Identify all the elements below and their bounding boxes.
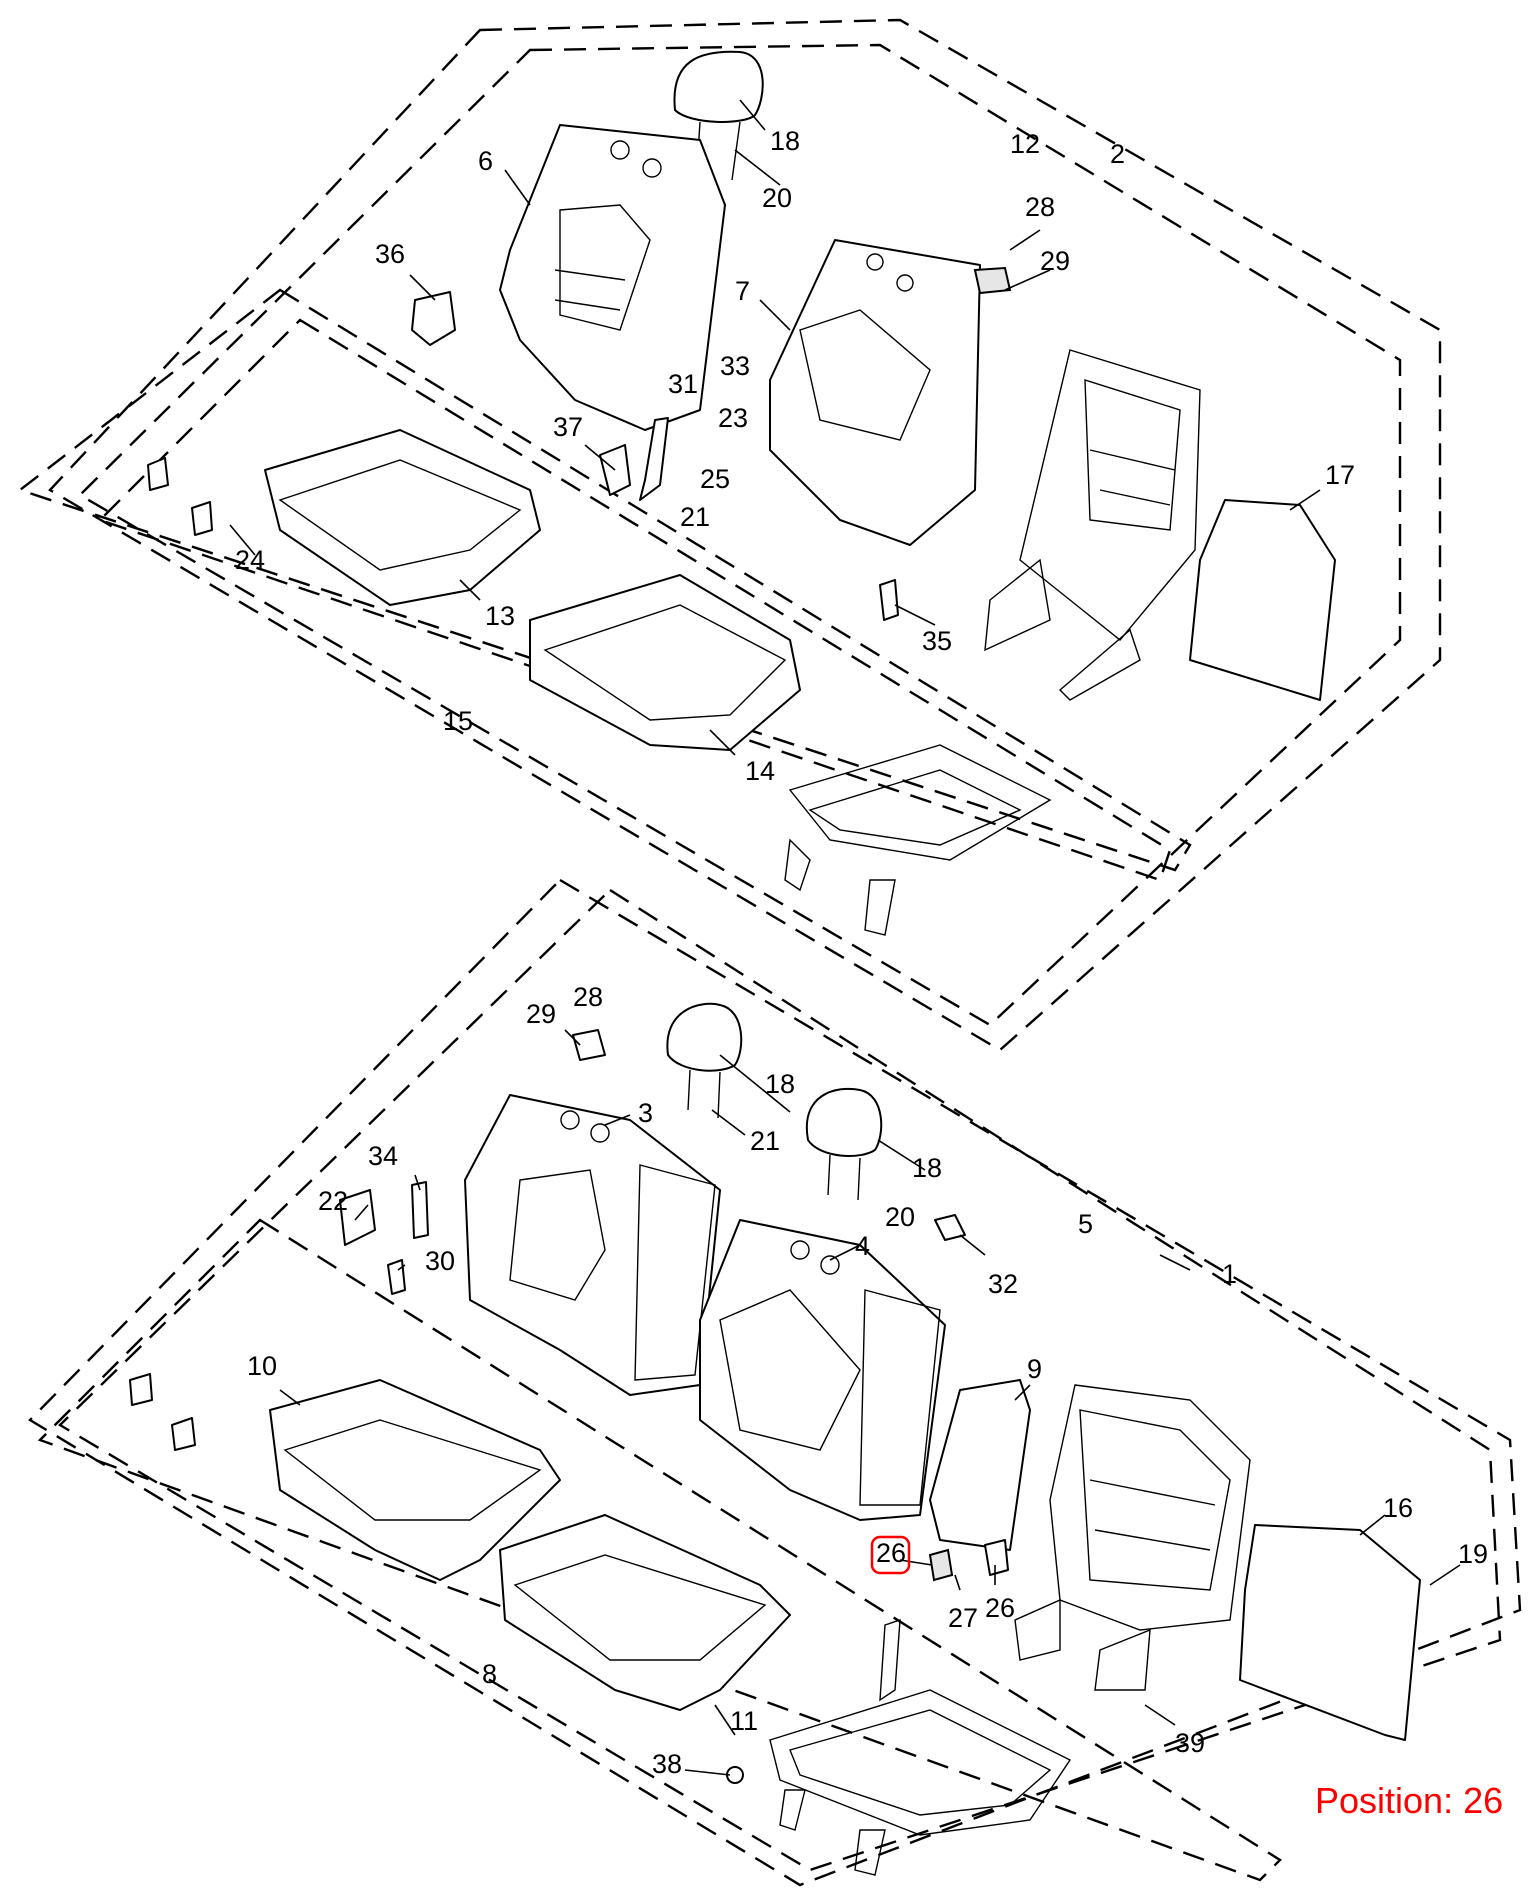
- position-label: Position: 26: [1315, 1780, 1504, 1821]
- callout-17: 17: [1325, 460, 1355, 490]
- outline-assembly-5: [58, 888, 1502, 1872]
- part-34: [411, 1181, 429, 1239]
- callout-18-mid: 18: [765, 1069, 795, 1099]
- callout-26-highlighted: 26: [876, 1538, 906, 1568]
- back-panel-16: [1239, 1524, 1421, 1741]
- callout-29-bottom: 29: [526, 999, 556, 1029]
- part-clip-b: [171, 1417, 196, 1451]
- seatback-frame-upper: [984, 349, 1201, 701]
- part-30: [387, 1259, 406, 1295]
- callout-6: 6: [478, 146, 493, 176]
- callout-34: 34: [368, 1141, 398, 1171]
- part-35: [879, 579, 899, 621]
- assembly-outlines: [17, 18, 1522, 1887]
- callout-1: 1: [1222, 1259, 1237, 1289]
- callout-28-bottom: 28: [573, 982, 603, 1012]
- cushion-13: [264, 429, 541, 606]
- outline-assembly-1: [28, 878, 1522, 1887]
- part-29-upper: [973, 266, 1012, 295]
- callout-20-bottom: 20: [885, 1202, 915, 1232]
- outline-assembly-2: [48, 18, 1442, 1052]
- callout-2: 2: [1110, 139, 1125, 169]
- seatback-6: [499, 124, 726, 431]
- leader-lines: [229, 99, 1461, 1776]
- callout-27: 27: [948, 1603, 978, 1633]
- part-26a: [928, 1548, 954, 1582]
- callout-23: 23: [718, 403, 748, 433]
- cushion-frame-upper: [784, 744, 1052, 936]
- callout-35: 35: [922, 626, 952, 656]
- callout-12: 12: [1010, 129, 1040, 159]
- callout-11: 11: [730, 1706, 758, 1736]
- callout-21-top: 21: [680, 502, 710, 532]
- armrest-9: [929, 1379, 1031, 1551]
- callout-5: 5: [1078, 1209, 1093, 1239]
- outline-assembly-12: [78, 43, 1402, 1027]
- seatback-4: [699, 1219, 946, 1521]
- outline-assembly-15: [17, 288, 1192, 872]
- callout-13: 13: [485, 601, 515, 631]
- outline-assembly-8: [37, 1218, 1282, 1882]
- callout-38: 38: [652, 1749, 682, 1779]
- callout-15: 15: [443, 706, 473, 736]
- callout-24: 24: [235, 545, 265, 575]
- callout-3: 3: [638, 1098, 653, 1128]
- callout-8: 8: [482, 1659, 497, 1689]
- cushion-10: [269, 1379, 561, 1581]
- part-31: [639, 417, 669, 501]
- callout-labels: 18 20 12 2 6 28 29 36 7 33 31 23 37 25 2…: [235, 126, 1488, 1779]
- callout-36: 36: [375, 239, 405, 269]
- callout-37: 37: [553, 412, 583, 442]
- highlight-box: [870, 1535, 911, 1575]
- callout-22: 22: [318, 1186, 348, 1216]
- callout-14: 14: [745, 756, 775, 786]
- part-36: [411, 291, 456, 346]
- upper-seat-group: [147, 50, 1336, 936]
- cushion-14: [529, 574, 801, 751]
- part-24a: [147, 457, 169, 491]
- callout-20-top: 20: [762, 183, 792, 213]
- callout-31: 31: [668, 369, 698, 399]
- callout-28-top: 28: [1025, 192, 1055, 222]
- callout-25: 25: [700, 464, 730, 494]
- callout-18-bottom: 18: [912, 1153, 942, 1183]
- lower-seat-group: [129, 1002, 1421, 1876]
- part-26b: [984, 1539, 1009, 1576]
- cushion-11: [499, 1514, 791, 1711]
- back-panel-17: [1189, 499, 1336, 701]
- part-24b: [191, 501, 213, 536]
- callout-30: 30: [425, 1246, 455, 1276]
- seatback-3: [464, 1094, 721, 1396]
- callout-29-top: 29: [1040, 246, 1070, 276]
- seatback-frame-lower: [1014, 1384, 1251, 1691]
- seatback-7: [769, 239, 981, 546]
- part-clip-a: [129, 1373, 153, 1406]
- outline-assembly-inner-top: [97, 318, 1172, 882]
- cushion-frame-lower: [769, 1619, 1072, 1876]
- callout-33: 33: [720, 351, 750, 381]
- callout-19: 19: [1458, 1539, 1488, 1569]
- callout-10: 10: [247, 1351, 277, 1381]
- callout-32: 32: [988, 1269, 1018, 1299]
- callout-7: 7: [735, 276, 750, 306]
- headrest-lower-left: [666, 1002, 743, 1119]
- callout-18-top: 18: [770, 126, 800, 156]
- callout-4: 4: [855, 1231, 870, 1261]
- callout-39: 39: [1175, 1728, 1205, 1758]
- callout-21-bottom: 21: [750, 1126, 780, 1156]
- callout-9: 9: [1027, 1354, 1042, 1384]
- part-32: [934, 1214, 966, 1241]
- callout-16: 16: [1383, 1493, 1413, 1523]
- headrest-lower-right: [805, 1087, 883, 1201]
- callout-26: 26: [985, 1593, 1015, 1623]
- part-29-lower: [572, 1029, 606, 1061]
